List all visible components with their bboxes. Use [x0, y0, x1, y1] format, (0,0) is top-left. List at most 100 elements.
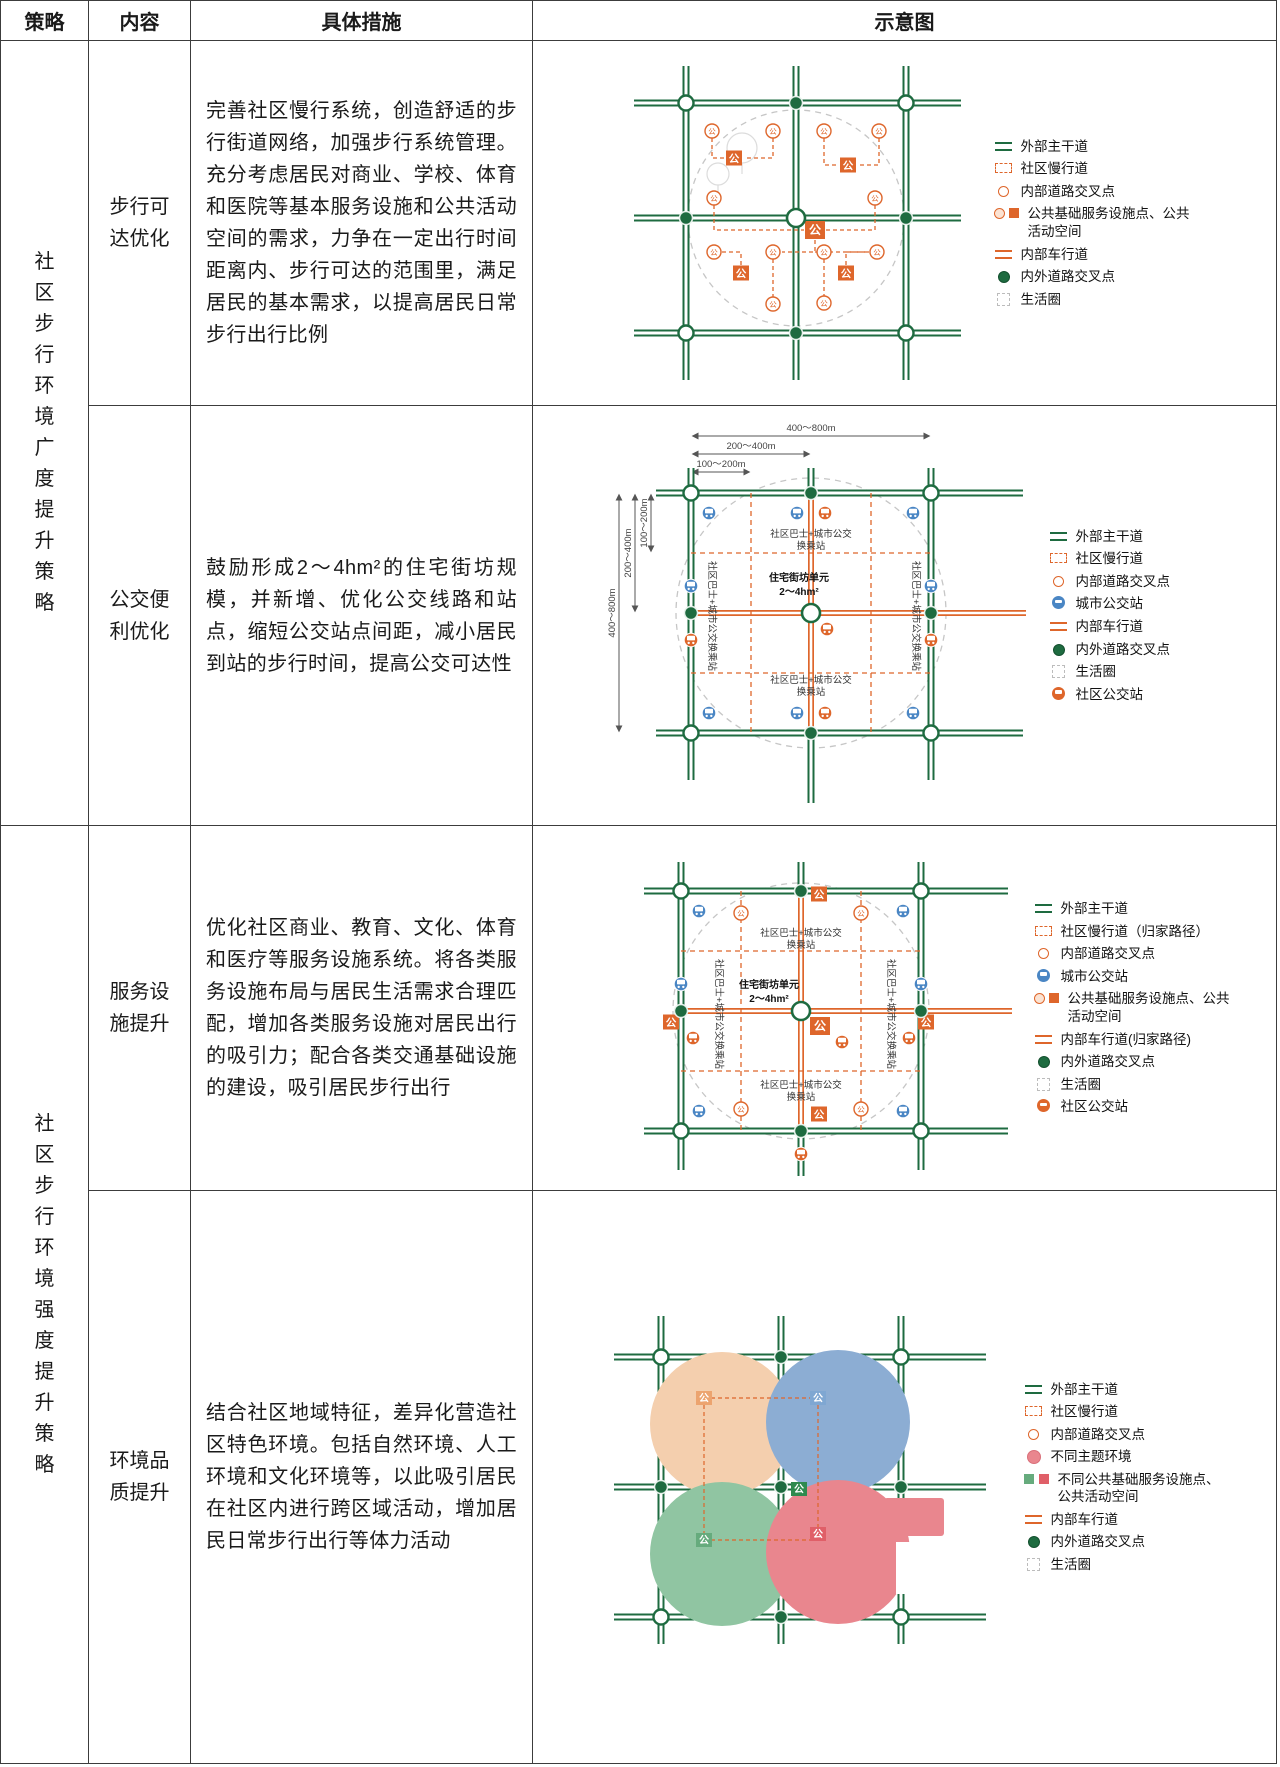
measures-text: 结合社区地域特征，差异化营造社区特色环境。包括自然环境、人工环境和文化环境等，以…	[206, 1402, 517, 1552]
content-label: 公交便利优化	[109, 588, 170, 643]
dim-label: 100～200m	[639, 498, 650, 547]
legend-item: 内部车行道	[1024, 1511, 1224, 1529]
legend-item: 内外道路交叉点	[1034, 1053, 1234, 1071]
dimension-lines	[615, 432, 930, 733]
community-slow-paths	[690, 493, 931, 733]
legend-item: 内部道路交叉点	[1049, 573, 1249, 591]
header-content: 内容	[89, 1, 191, 41]
content-label: 服务设施提升	[109, 981, 170, 1035]
legend-item: 外部主干道	[1049, 528, 1249, 546]
transfer-label: 社区巴士+城市公交	[760, 1079, 842, 1091]
header-content-label: 内容	[119, 12, 160, 34]
community-slow-road-icon	[1034, 924, 1054, 938]
in-out-road-junction-icon	[1034, 1054, 1054, 1069]
legend-label: 社区慢行道（归家路径）	[1060, 923, 1210, 939]
legend-item: 城市公交站	[1049, 595, 1249, 613]
legend-item: 城市公交站	[1034, 968, 1234, 986]
city-bus-stop-icon	[1049, 596, 1069, 610]
legend-label: 社区慢行道	[1075, 551, 1144, 567]
external-main-roads	[655, 468, 1023, 803]
transfer-label: 社区巴士+城市公交换乘站	[885, 958, 897, 1069]
diagram-cell-environment: 外部主干道社区慢行道内部道路交叉点不同主题环境不同公共基础服务设施点、公共活动空…	[533, 1191, 1276, 1763]
header-diagram-label: 示意图	[874, 12, 935, 34]
internal-road-junction-icon	[1024, 1427, 1044, 1441]
header-measures: 具体措施	[191, 1, 533, 41]
transfer-label: 社区巴士+城市公交	[770, 674, 852, 686]
legend-item: 社区慢行道	[1024, 1403, 1224, 1421]
in-out-road-junction-icon	[1024, 1534, 1044, 1549]
legend-item: 内部道路交叉点	[994, 183, 1194, 201]
legend-label: 内外道路交叉点	[1050, 1534, 1146, 1550]
community-slow-paths	[702, 1397, 819, 1541]
legend-label: 社区慢行道	[1020, 161, 1089, 177]
legend-label: 生活圈	[1020, 291, 1062, 307]
content-cell-walkability: 步行可达优化	[89, 41, 191, 406]
legend-item: 社区公交站	[1034, 1098, 1234, 1116]
legend-item: 内部车行道	[994, 246, 1194, 264]
legend-item: 生活圈	[1049, 663, 1249, 681]
legend-item: 内外道路交叉点	[994, 268, 1194, 286]
internal-road-junction-icon	[1034, 946, 1054, 960]
internal-car-road-icon	[1049, 619, 1069, 633]
environment-quality-diagram	[613, 1316, 986, 1644]
legend-label: 内部车行道(归家路径)	[1060, 1031, 1192, 1047]
diagram-cell-transit: 400～800m 200～400m 100～200m 400～800m 200～…	[533, 406, 1276, 826]
strategy-group-breadth: 社区步行环境广度提升策略	[1, 41, 89, 826]
dim-label: 200～400m	[623, 528, 634, 577]
internal-car-road-icon	[994, 247, 1014, 261]
legend-item: 公共基础服务设施点、公共活动空间	[1033, 990, 1234, 1025]
legend-label: 内外道路交叉点	[1020, 269, 1116, 285]
transfer-label: 换乘站	[796, 686, 825, 698]
legend-item: 内部车行道	[1049, 618, 1249, 636]
legend-label: 公共基础服务设施点、公共活动空间	[1027, 206, 1190, 239]
dim-label: 400～800m	[786, 423, 835, 434]
diagram-cell-walkability: 外部主干道社区慢行道内部道路交叉点公共基础服务设施点、公共活动空间内部车行道内外…	[533, 41, 1276, 406]
strategy-group-label: 社区步行环境强度提升策略	[34, 1112, 55, 1476]
measures-text: 完善社区慢行系统，创造舒适的步行街道网络，加强步行系统管理。充分考虑居民对商业、…	[206, 100, 517, 346]
content-label: 步行可达优化	[109, 196, 170, 250]
legend-label: 内部道路交叉点	[1075, 573, 1171, 589]
transfer-label: 社区巴士+城市公交换乘站	[910, 561, 922, 672]
in-out-road-junction-icon	[994, 269, 1014, 284]
legend-label: 社区公交站	[1075, 686, 1144, 702]
legend-label: 内部车行道	[1020, 246, 1089, 262]
header-measures-label: 具体措施	[321, 12, 402, 34]
legend-label: 不同公共基础服务设施点、公共活动空间	[1057, 1471, 1220, 1505]
legend-label: 社区慢行道	[1050, 1404, 1119, 1420]
transfer-label: 换乘站	[786, 939, 815, 951]
transfer-label: 社区巴士+城市公交换乘站	[706, 561, 718, 672]
legend-item: 外部主干道	[1034, 900, 1234, 918]
theme-environment-icon	[1024, 1449, 1044, 1465]
diagram-cell-services: 社区巴士+城市公交 换乘站 社区巴士+城市公交 换乘站 社区巴士+城市公交换乘站…	[533, 826, 1276, 1191]
legend-label: 内部车行道	[1075, 619, 1144, 634]
block-unit-label: 2～4hm²	[779, 587, 819, 598]
legend-walkability: 外部主干道社区慢行道内部道路交叉点公共基础服务设施点、公共活动空间内部车行道内外…	[993, 138, 1194, 309]
internal-car-road-icon	[1024, 1512, 1044, 1526]
legend-item: 生活圈	[994, 291, 1194, 309]
transfer-label: 社区巴士+城市公交	[760, 927, 842, 939]
legend-item: 外部主干道	[1024, 1381, 1224, 1399]
ext-main-road-icon	[1049, 529, 1069, 543]
measures-text: 优化社区商业、教育、文化、体育和医疗等服务设施系统。将各类服务设施布局与居民生活…	[206, 917, 517, 1099]
legend-label: 外部主干道	[1050, 1381, 1119, 1397]
block-unit-label: 住宅街坊单元	[769, 571, 829, 584]
life-circle-icon	[994, 292, 1014, 306]
walkability-diagram	[633, 66, 961, 380]
legend-label: 生活圈	[1050, 1556, 1092, 1572]
theme-environment-circles	[649, 1350, 948, 1626]
life-circle-icon	[1024, 1557, 1044, 1571]
legend-item: 社区慢行道（归家路径）	[1034, 923, 1234, 941]
header-strategy: 策略	[1, 1, 89, 41]
content-cell-transit: 公交便利优化	[89, 406, 191, 826]
dim-label: 100～200m	[696, 459, 745, 470]
internal-car-roads	[690, 493, 1026, 733]
legend-label: 内部车行道	[1050, 1511, 1119, 1527]
legend-label: 外部主干道	[1020, 138, 1089, 154]
legend-label: 内部道路交叉点	[1060, 946, 1156, 962]
header-strategy-label: 策略	[24, 12, 65, 34]
ext-main-road-icon	[994, 139, 1014, 153]
legend-environment: 外部主干道社区慢行道内部道路交叉点不同主题环境不同公共基础服务设施点、公共活动空…	[1023, 1381, 1224, 1574]
legend-item: 生活圈	[1024, 1556, 1224, 1574]
public-facility-icon	[993, 206, 1021, 220]
